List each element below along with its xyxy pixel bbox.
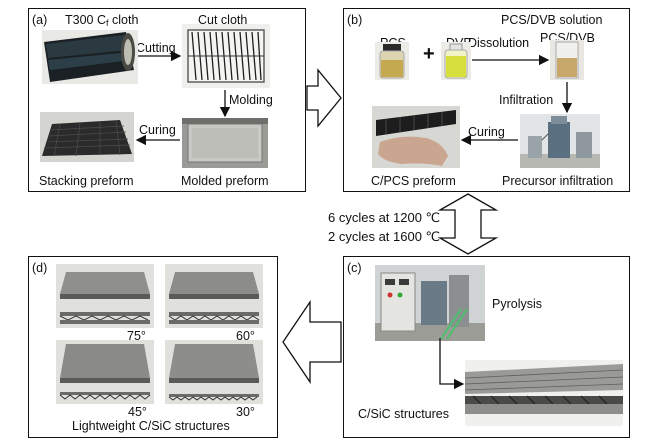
cut-cloth-label: Cut cloth <box>198 13 248 27</box>
pcs-jar-photo <box>375 42 409 80</box>
dvb-jar-photo <box>441 42 471 80</box>
molded-preform-label: Molded preform <box>181 174 269 188</box>
dissolution-label: Dissolution <box>468 36 530 50</box>
cycles-line-1: 6 cycles at 1200 ℃ <box>328 210 441 225</box>
angle-label-3: 45° <box>128 405 147 419</box>
big-arrow-c-to-d <box>282 299 342 385</box>
panel-c-tag: (c) <box>347 261 362 275</box>
cut-cloth-photo <box>182 24 270 88</box>
csic-structure-photo <box>465 360 623 426</box>
cpcs-preform-photo <box>372 106 460 168</box>
infiltration-label: Infiltration <box>499 93 554 107</box>
panel-60-photo <box>165 264 263 328</box>
csic-structures-label: C/SiC structures <box>358 407 449 421</box>
molded-preform-photo <box>182 118 268 168</box>
panel-a-tag: (a) <box>32 13 48 27</box>
carbon-cloth-roll-photo <box>42 30 138 84</box>
big-arrow-a-to-b <box>306 68 342 128</box>
pyrolysis-furnace-photo <box>375 265 485 341</box>
cutting-label: Cutting <box>136 41 176 55</box>
panel-b-tag: (b) <box>347 13 363 27</box>
pcs-dvb-beaker-photo <box>550 40 584 80</box>
angle-label-1: 75° <box>127 329 146 343</box>
cycles-line-2: 2 cycles at 1600 ℃ <box>328 229 441 244</box>
angle-label-4: 30° <box>236 405 255 419</box>
pcs-dvb-solution-title: PCS/DVB solution <box>501 13 603 27</box>
stacking-preform-photo <box>40 112 134 162</box>
cpcs-preform-label: C/PCS preform <box>371 174 456 188</box>
pyrolysis-label: Pyrolysis <box>492 297 543 311</box>
angle-label-2: 60° <box>236 329 255 343</box>
plus-sign: + <box>423 43 435 65</box>
panel-30-photo <box>165 340 263 404</box>
panel-75-photo <box>56 264 154 328</box>
curing-label-b: Curing <box>468 125 505 139</box>
infiltration-equipment-photo <box>520 114 600 168</box>
panel-d-tag: (d) <box>32 261 48 275</box>
precursor-infiltration-label: Precursor infiltration <box>502 174 614 188</box>
panel-45-photo <box>56 340 154 404</box>
big-arrow-b-to-c <box>437 193 499 255</box>
molding-label: Molding <box>229 93 273 107</box>
curing-label-a: Curing <box>139 123 176 137</box>
stacking-preform-label: Stacking preform <box>39 174 134 188</box>
lightweight-caption: Lightweight C/SiC structures <box>72 419 230 433</box>
cloth-label: T300 Cf cloth <box>65 13 139 28</box>
arrow-pyrolysis-to-structure <box>439 338 465 390</box>
